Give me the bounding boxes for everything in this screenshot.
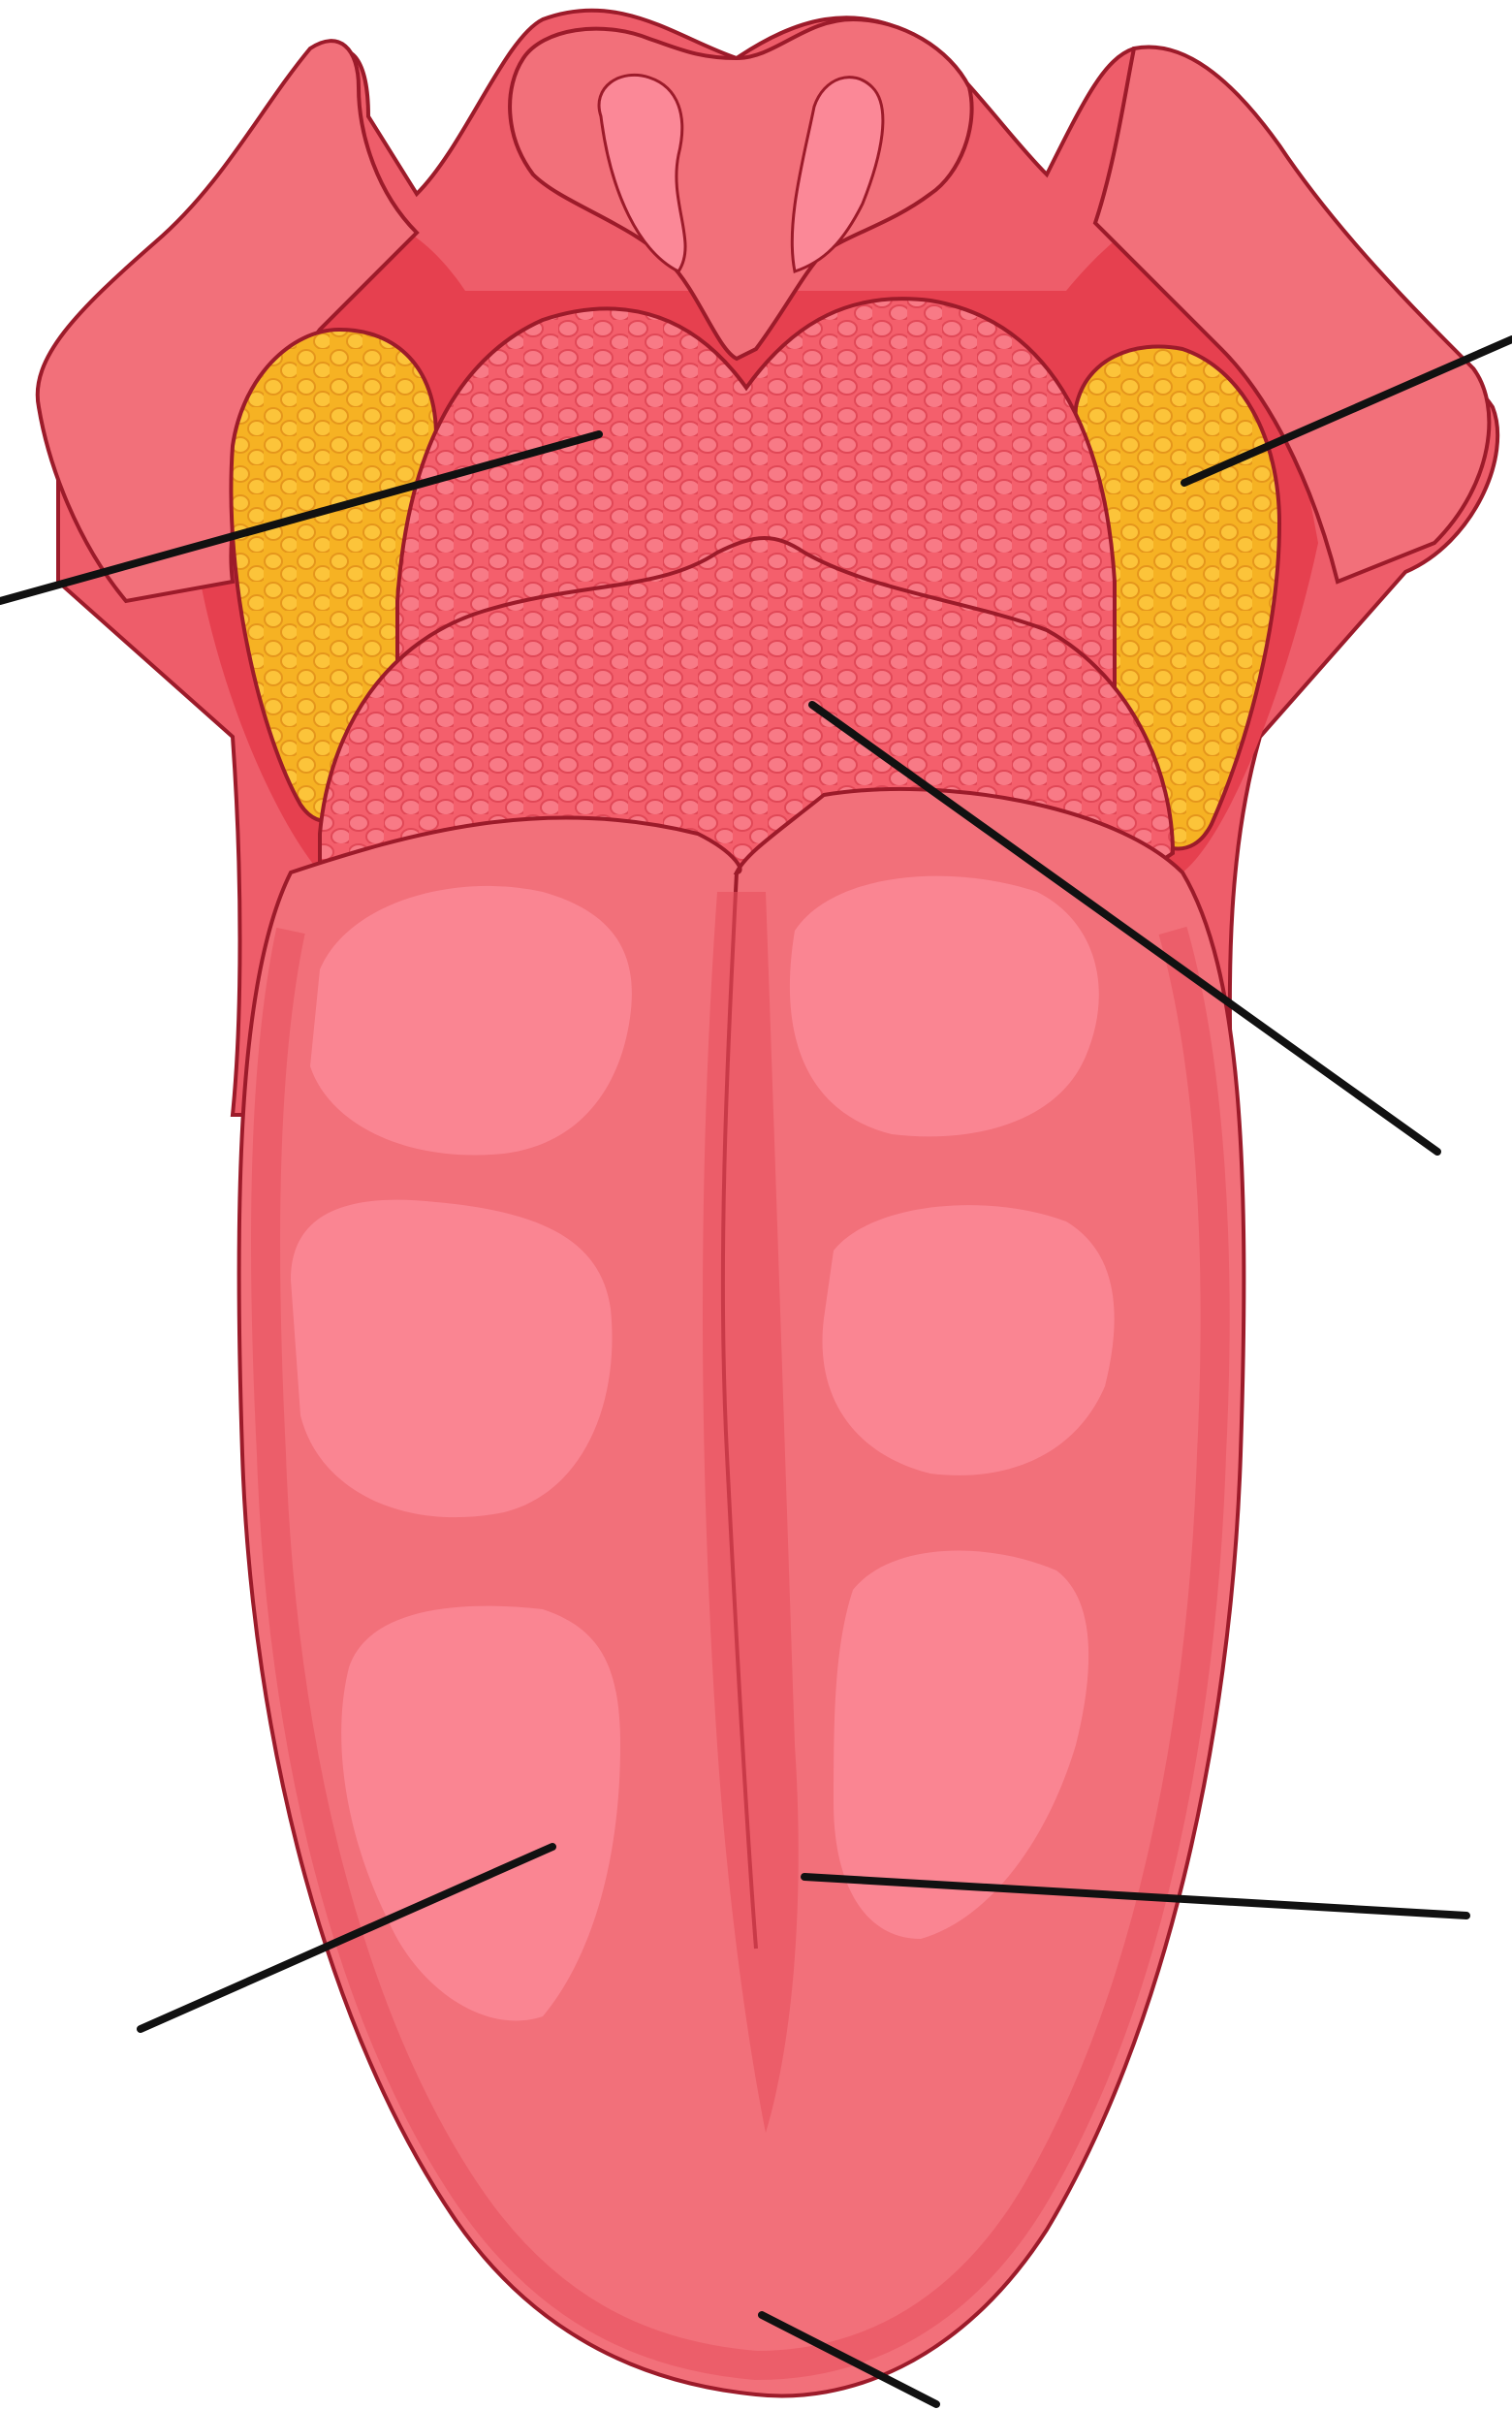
tongue-patch-right-lower (834, 1550, 1089, 1939)
tongue-patch-left-lower (341, 1605, 620, 2021)
median-sulcus-shadow (703, 892, 799, 2133)
tongue-patch-left-middle (291, 1199, 613, 1518)
left-palatine-arch (35, 39, 420, 604)
label-line-lingual-tonsil-left (0, 430, 603, 605)
label-lines (0, 335, 1512, 2408)
epiglottis-fold-right (790, 76, 885, 273)
tongue-rim (251, 926, 1230, 2381)
tongue-patch-right-upper (789, 875, 1099, 1137)
tongue-patch-right-middle (822, 1205, 1115, 1475)
tongue-patch-left-upper (310, 885, 632, 1156)
right-palatine-arch (1092, 45, 1492, 585)
label-line-papillae-center (808, 701, 1441, 1156)
label-line-tongue-left-body (137, 1843, 556, 2033)
label-line-tongue-tip (758, 2311, 940, 2408)
epiglottis-fold-left (597, 73, 687, 273)
label-line-median-sulcus (801, 1873, 1470, 1919)
papillae-region (318, 536, 1176, 874)
label-line-palatine-tonsil-right (1181, 335, 1512, 487)
